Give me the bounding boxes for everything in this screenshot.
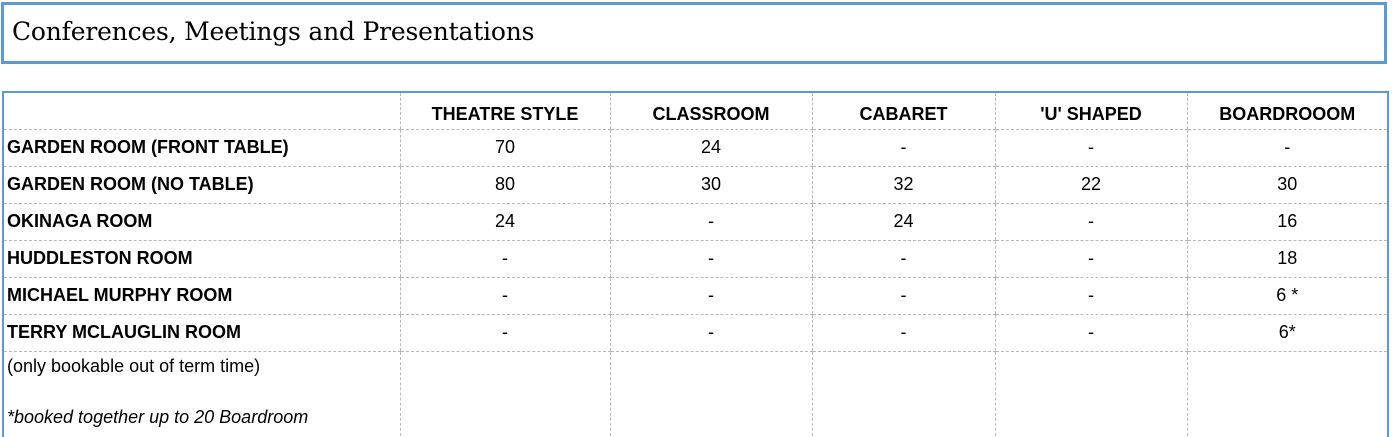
room-name: HUDDLESTON ROOM — [4, 240, 400, 278]
room-name: GARDEN ROOM (FRONT TABLE) — [4, 129, 400, 167]
table-cell: - — [994, 240, 1187, 278]
table-cell: - — [609, 277, 812, 315]
table-cell: - — [811, 129, 995, 167]
title-box: Conferences, Meetings and Presentations — [1, 2, 1387, 64]
table-cell: 32 — [811, 166, 995, 204]
booked-together-note: *booked together up to 20 Boardroom — [7, 406, 309, 427]
column-header-theatre: THEATRE STYLE — [399, 93, 610, 130]
column-header-boardroom: BOARDROOOM — [1186, 93, 1387, 130]
column-header-room — [4, 93, 400, 130]
table-cell: 24 — [811, 203, 995, 241]
table-cell: 24 — [399, 203, 610, 241]
term-time-note: (only bookable out of term time) — [7, 355, 261, 376]
room-name: MICHAEL MURPHY ROOM — [4, 277, 400, 315]
table-cell: - — [994, 203, 1187, 241]
column-header-cabaret: CABARET — [811, 93, 995, 130]
table-cell: 22 — [994, 166, 1187, 204]
table-cell: 70 — [399, 129, 610, 167]
capacity-table: THEATRE STYLE CLASSROOM CABARET 'U' SHAP… — [4, 93, 1387, 437]
table-cell: 80 — [399, 166, 610, 204]
table-cell: - — [811, 240, 995, 278]
empty-cell — [609, 351, 812, 437]
table-cell: 18 — [1186, 240, 1387, 278]
table-cell: - — [811, 277, 995, 315]
table-cell: - — [994, 129, 1187, 167]
empty-cell — [399, 351, 610, 437]
table-cell: - — [811, 314, 995, 352]
empty-cell — [994, 351, 1187, 437]
table-row: GARDEN ROOM (FRONT TABLE) 70 24 - - - — [4, 129, 1387, 167]
table-cell: - — [994, 277, 1187, 315]
table-row: MICHAEL MURPHY ROOM - - - - 6 * — [4, 277, 1387, 315]
page-title: Conferences, Meetings and Presentations — [12, 17, 535, 46]
table-row: HUDDLESTON ROOM - - - - 18 — [4, 240, 1387, 278]
room-name: GARDEN ROOM (NO TABLE) — [4, 166, 400, 204]
table-cell: - — [994, 314, 1187, 352]
table-cell: - — [399, 277, 610, 315]
table-cell: 30 — [1186, 166, 1387, 204]
table-cell: - — [609, 240, 812, 278]
empty-cell — [811, 351, 995, 437]
table-row: OKINAGA ROOM 24 - 24 - 16 — [4, 203, 1387, 241]
table-row: TERRY MCLAUGLIN ROOM - - - - 6* — [4, 314, 1387, 352]
header-row: THEATRE STYLE CLASSROOM CABARET 'U' SHAP… — [4, 93, 1387, 130]
table-cell: 30 — [609, 166, 812, 204]
column-header-u-shaped: 'U' SHAPED — [994, 93, 1187, 130]
table-cell: - — [609, 203, 812, 241]
table-cell: 6 * — [1186, 277, 1387, 315]
column-header-classroom: CLASSROOM — [609, 93, 812, 130]
table-cell: 24 — [609, 129, 812, 167]
room-name: TERRY MCLAUGLIN ROOM — [4, 314, 400, 352]
table-cell: 16 — [1186, 203, 1387, 241]
table-cell: - — [1186, 129, 1387, 167]
table-cell: 6* — [1186, 314, 1387, 352]
empty-cell — [1186, 351, 1387, 437]
capacity-table-container: THEATRE STYLE CLASSROOM CABARET 'U' SHAP… — [2, 91, 1389, 437]
room-name: OKINAGA ROOM — [4, 203, 400, 241]
table-cell: - — [399, 314, 610, 352]
notes-row: (only bookable out of term time) *booked… — [4, 351, 1387, 437]
notes-cell: (only bookable out of term time) *booked… — [4, 351, 400, 437]
table-row: GARDEN ROOM (NO TABLE) 80 30 32 22 30 — [4, 166, 1387, 204]
table-cell: - — [609, 314, 812, 352]
table-cell: - — [399, 240, 610, 278]
